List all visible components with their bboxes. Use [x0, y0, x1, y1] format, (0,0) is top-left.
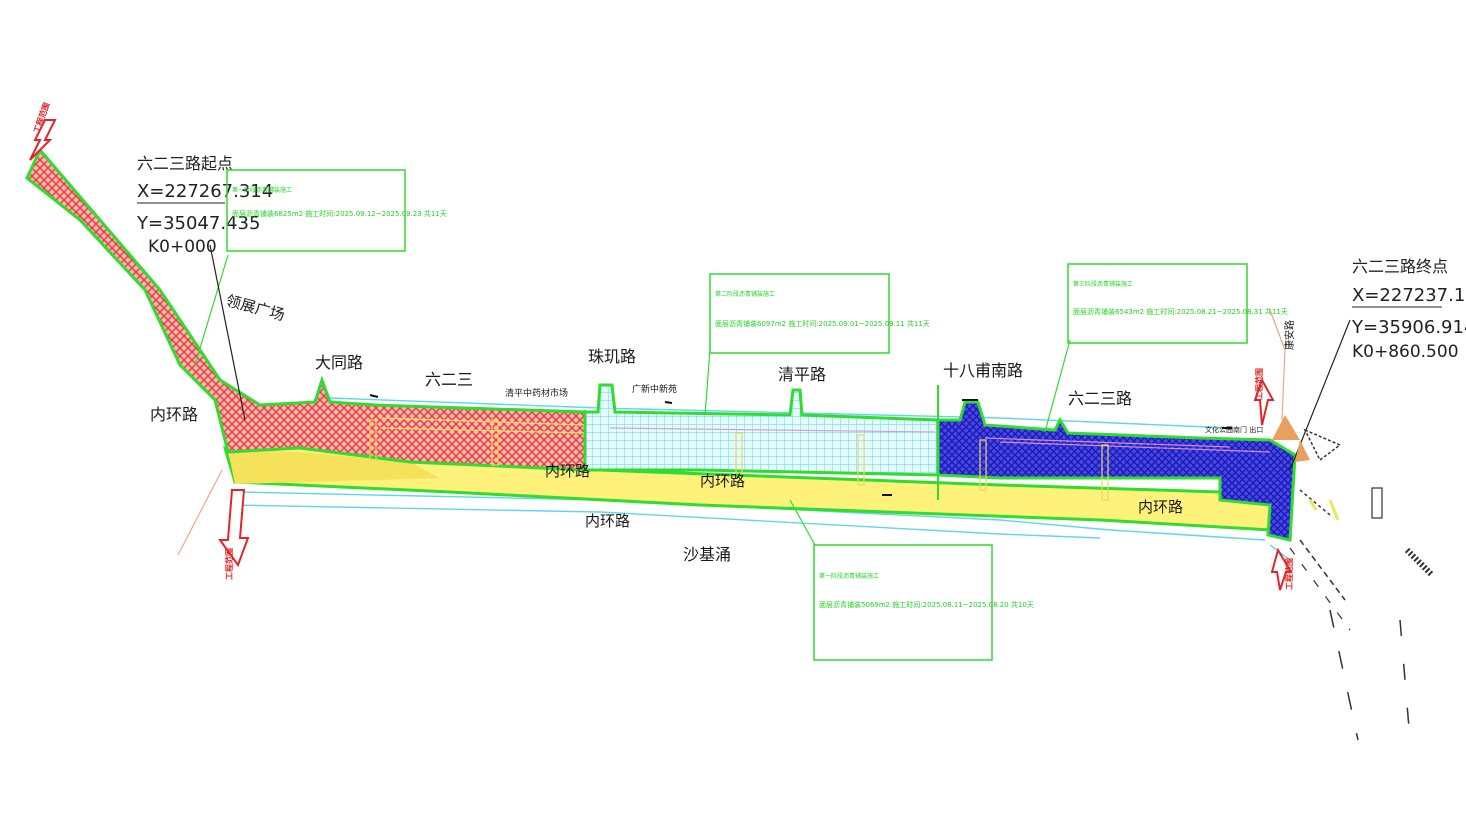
label-lingzhan-square: 领展广场: [224, 291, 287, 324]
boundary-arrow-3: 工程范围: [1253, 368, 1275, 426]
start-point-y: Y=35047.435: [136, 213, 260, 234]
road-labels: 内环路 领展广场 大同路 六二三 清平中药材市场 珠玑路 广新中新苑 内环路 内…: [150, 291, 1296, 564]
inner-construction-lines: [379, 417, 1271, 453]
label-shajiyong: 沙基涌: [683, 545, 731, 564]
start-point-title: 六二三路起点: [137, 154, 233, 173]
east-junction-details: [1272, 415, 1435, 741]
label-neihuan-mid: 内环路: [545, 462, 590, 480]
orange-boundary-line: [177, 469, 223, 556]
phase-note-2: 第二阶段沥青铺装施工 面层沥青铺装6097m2 施工时间:2025.09.01~…: [709, 273, 930, 354]
phase-note-2-line2: 面层沥青铺装6097m2 施工时间:2025.09.01~2025.09.11 …: [715, 319, 930, 328]
boundary-arrow-4: 工程范围: [1270, 547, 1294, 591]
zone-blue: [936, 400, 1297, 542]
label-liuersan-mid: 六二三: [425, 370, 473, 389]
label-neihuan-south: 内环路: [585, 512, 630, 530]
orange-boundary-line-east: [1269, 309, 1286, 421]
black-dash-markers: [369, 394, 1232, 496]
end-point-title: 六二三路终点: [1352, 257, 1448, 276]
label-liuersan-east: 六二三路: [1068, 389, 1132, 408]
start-point-x: X=227267.314: [137, 181, 273, 202]
boundary-arrow-4-label: 工程范围: [1284, 558, 1294, 590]
label-shibanan: 十八甫南路: [943, 361, 1023, 380]
phase-note-1-line2: 面层沥青铺装6825m2 施工时间:2025.09.12~2025.09.23 …: [232, 209, 447, 218]
label-neihuan-center: 内环路: [700, 472, 745, 490]
end-point-block: 六二三路终点 X=227237.144 Y=35906.914 K0+860.5…: [1351, 257, 1466, 362]
phase-note-2-line1: 第二阶段沥青铺装施工: [715, 290, 775, 298]
phase-note-3: 第三阶段沥青铺装施工 面层沥青铺装6543m2 施工时间:2025.08.21~…: [1067, 263, 1288, 344]
label-neihuan-west: 内环路: [150, 405, 198, 424]
label-qingping: 清平路: [778, 365, 826, 384]
zone-red: [25, 147, 587, 472]
end-point-y: Y=35906.914: [1351, 317, 1466, 338]
end-point-k: K0+860.500: [1352, 342, 1459, 362]
label-wenhua-entrance: 文化公园南门 出口: [1205, 425, 1263, 434]
start-point-k: K0+000: [148, 237, 217, 257]
label-zhuji: 珠玑路: [588, 347, 636, 366]
note-leader-lines: [194, 254, 1071, 546]
boundary-arrow-2-label: 工程范围: [224, 548, 234, 580]
end-point-x: X=227237.144: [1352, 285, 1466, 306]
phase-note-4: 第一阶段沥青铺装施工 面层沥青铺装5069m2 施工时间:2025.08.11~…: [813, 544, 1034, 661]
phase-note-1: 第一阶段沥青铺装施工 面层沥青铺装6825m2 施工时间:2025.09.12~…: [226, 169, 447, 252]
label-guangzhou-plaza: 广新中新苑: [632, 383, 677, 395]
label-changping-market: 清平中药材市场: [505, 387, 568, 399]
start-point-leader: [209, 244, 246, 421]
phase-note-1-line1: 第一阶段沥青铺装施工: [232, 186, 292, 194]
start-point-block: 六二三路起点 X=227267.314 Y=35047.435 K0+000: [136, 154, 273, 257]
small-markers: [369, 419, 1109, 501]
label-neihuan-east: 内环路: [1138, 498, 1183, 516]
zone-yellow-wedge: [228, 450, 440, 484]
boundary-arrow-3-label: 工程范围: [1254, 368, 1264, 400]
phase-note-4-line2: 面层沥青铺装5069m2 施工时间:2025.08.11~2025.08.20 …: [819, 600, 1034, 609]
label-kangan: 康安路: [1283, 320, 1296, 350]
phase-note-3-line1: 第三阶段沥青铺装施工: [1073, 280, 1133, 288]
label-datong: 大同路: [315, 353, 363, 372]
boundary-arrow-2: 工程范围: [218, 489, 250, 580]
zone-dividers: [584, 385, 939, 500]
phase-note-4-line1: 第一阶段沥青铺装施工: [819, 572, 879, 580]
phase-note-3-line2: 面层沥青铺装6543m2 施工时间:2025.08.21~2025.08.31 …: [1073, 307, 1288, 316]
